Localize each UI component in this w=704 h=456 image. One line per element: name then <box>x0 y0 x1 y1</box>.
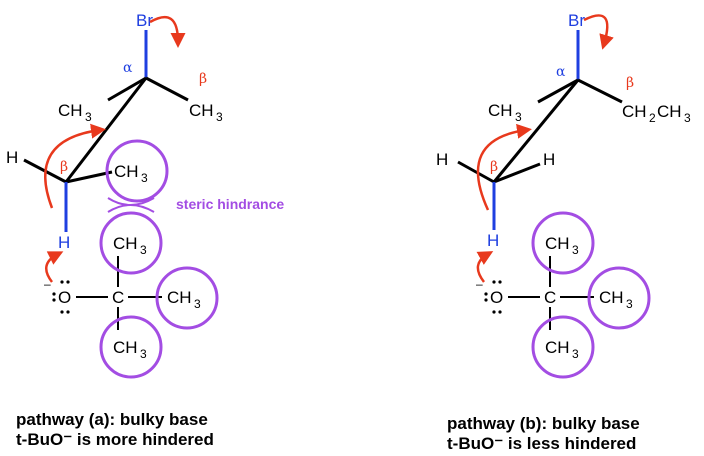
ch3-left-label-b: CH 3 <box>488 101 522 124</box>
svg-text:CH: CH <box>599 288 624 307</box>
caption-a-line2: t-BuO⁻ is more hindered <box>16 430 214 449</box>
panel-b: Br α β CH 3 CH 2 CH 3 H H β H O – C CH 3 <box>436 11 691 379</box>
svg-text:CH: CH <box>167 288 192 307</box>
steric-hindrance-label: steric hindrance <box>176 196 284 212</box>
svg-text:CH: CH <box>545 234 570 253</box>
h-left-label-b: H <box>436 150 448 169</box>
tbuo-oxygen: O – <box>44 277 71 314</box>
svg-text:3: 3 <box>216 110 223 124</box>
ch3-top-label: CH 3 <box>113 234 147 257</box>
steric-circle-beta-ch3 <box>105 139 169 203</box>
svg-text:3: 3 <box>515 110 522 124</box>
arrow-ch-to-pi-b <box>476 123 532 211</box>
arrow-ch-to-pi <box>44 123 106 209</box>
bond-beta-h-left-b <box>457 160 495 184</box>
ch3-left-label: CH 3 <box>58 101 92 124</box>
panel-a: Br α β CH 3 CH 3 H β CH 3 H O – C CH 3 <box>6 11 284 379</box>
beta-label-alpha-side-b: β <box>626 75 634 91</box>
ch3-beta-label: CH 3 <box>114 162 148 185</box>
svg-text:CH: CH <box>657 102 682 121</box>
h-beta-label-b: H <box>487 231 499 250</box>
ch3-right-tbu-label: CH 3 <box>167 288 201 311</box>
tbuo-carbon-b: C <box>544 288 556 307</box>
steric-circle-tbu-bottom <box>99 315 163 379</box>
alpha-label-b: α <box>556 64 566 80</box>
svg-text:2: 2 <box>649 111 656 125</box>
svg-text:3: 3 <box>626 297 633 311</box>
tbuo-oxygen-b: O – <box>476 277 503 314</box>
svg-text:3: 3 <box>141 171 148 185</box>
bond-beta-ch3 <box>65 170 113 184</box>
bond-alpha-ch3-left <box>107 76 147 102</box>
beta-label: β <box>60 159 68 175</box>
ch3-right-label: CH 3 <box>189 101 223 124</box>
arrow-br-leaving-b <box>583 14 614 50</box>
caption-b-line2: t-BuO⁻ is less hindered <box>447 434 637 453</box>
svg-text:3: 3 <box>684 111 691 125</box>
svg-text:CH: CH <box>58 101 83 120</box>
svg-text:O: O <box>58 288 71 307</box>
ch3-right-tbu-label-b: CH 3 <box>599 288 633 311</box>
svg-text:CH: CH <box>113 234 138 253</box>
svg-text:CH: CH <box>488 101 513 120</box>
circle-tbu-right-b <box>587 266 651 330</box>
bond-alpha-beta-b <box>492 79 580 183</box>
circle-tbu-bottom-b <box>531 315 595 379</box>
arrow-o-to-h <box>45 251 64 283</box>
br-label: Br <box>136 11 153 30</box>
svg-text:3: 3 <box>140 243 147 257</box>
ch3-top-label-b: CH 3 <box>545 234 579 257</box>
svg-text:–: – <box>476 277 483 291</box>
arrow-br-leaving <box>149 16 186 48</box>
svg-text:3: 3 <box>572 243 579 257</box>
svg-text:CH: CH <box>113 338 138 357</box>
steric-circle-tbu-top <box>99 211 163 275</box>
arrow-o-to-h-b <box>476 251 494 283</box>
steric-clash-symbol <box>107 197 155 213</box>
tbuo-carbon: C <box>112 288 124 307</box>
svg-text:–: – <box>44 277 51 291</box>
caption-a-line1: pathway (a): bulky base <box>16 410 208 429</box>
circle-tbu-top-b <box>531 211 595 275</box>
bond-alpha-beta <box>64 77 148 183</box>
steric-circle-tbu-right <box>155 266 219 330</box>
beta-label-alpha-side: β <box>199 71 207 87</box>
bond-alpha-ch3-right <box>145 76 189 102</box>
ch3-bottom-label-b: CH 3 <box>545 338 579 361</box>
svg-text:3: 3 <box>140 347 147 361</box>
h-beta-label: H <box>58 233 70 252</box>
h-left-label: H <box>6 148 18 167</box>
alpha-label: α <box>123 60 133 76</box>
h-right-label-b: H <box>543 150 555 169</box>
br-label-b: Br <box>568 11 585 30</box>
bond-alpha-ch2-right-b <box>577 78 623 104</box>
svg-text:CH: CH <box>622 102 647 121</box>
bond-beta-h-right-b <box>493 162 541 184</box>
caption-b-line1: pathway (b): bulky base <box>447 414 640 433</box>
svg-text:3: 3 <box>572 347 579 361</box>
svg-text:3: 3 <box>85 110 92 124</box>
ch2ch3-label-b: CH 2 CH 3 <box>622 102 691 125</box>
svg-text:CH: CH <box>189 101 214 120</box>
beta-label-b: β <box>490 159 498 175</box>
svg-text:CH: CH <box>114 162 139 181</box>
svg-text:O: O <box>490 288 503 307</box>
ch3-bottom-label: CH 3 <box>113 338 147 361</box>
svg-text:3: 3 <box>194 297 201 311</box>
svg-text:CH: CH <box>545 338 570 357</box>
bond-alpha-ch3-left-b <box>537 78 579 104</box>
